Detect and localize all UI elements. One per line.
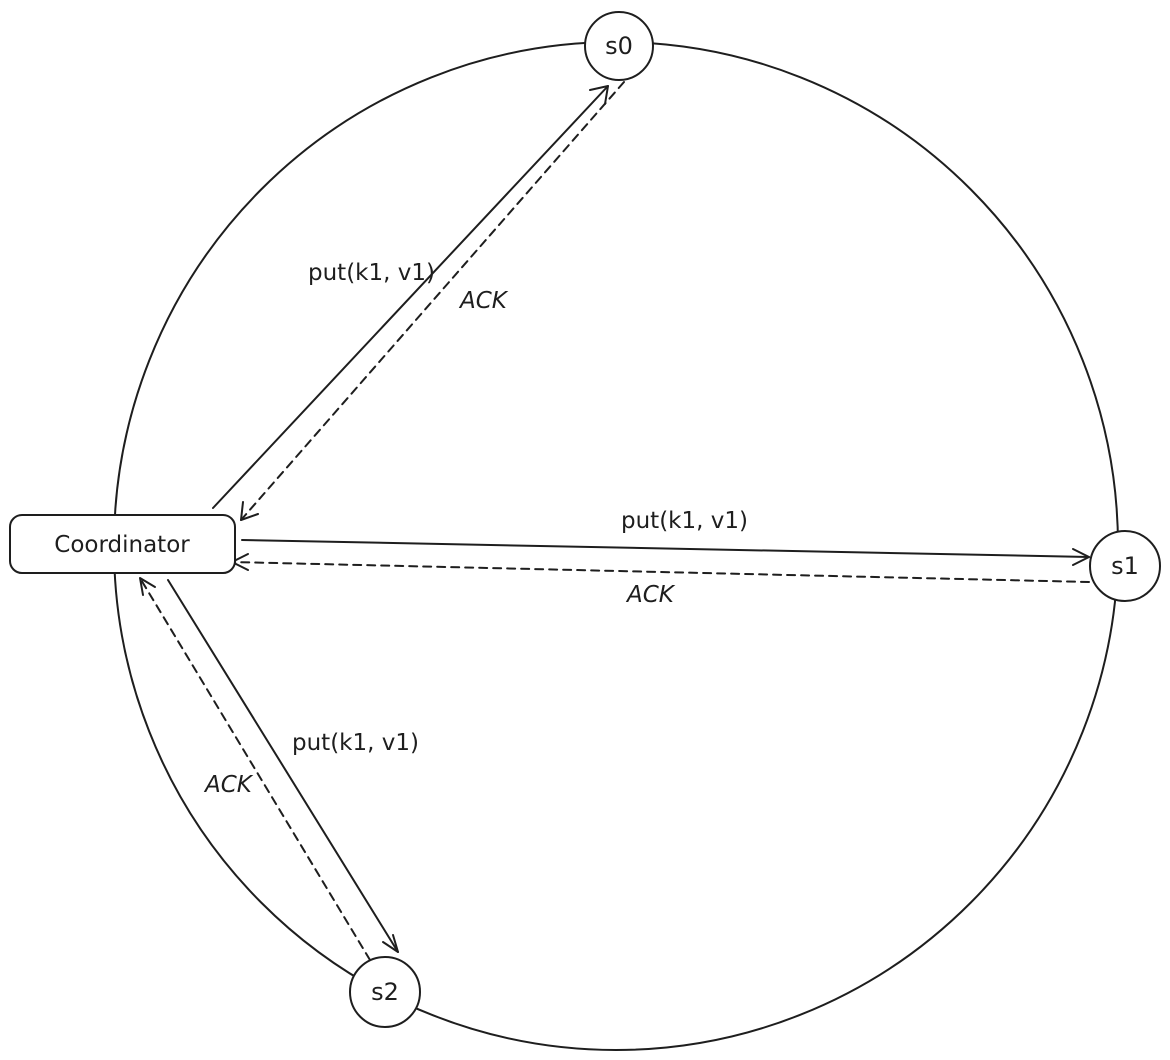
ack-label-s2: ACK xyxy=(203,772,254,798)
node-s1[interactable]: s1 xyxy=(1089,530,1161,602)
put-label-s2: put(k1, v1) xyxy=(292,730,419,756)
coordinator-node[interactable]: Coordinator xyxy=(9,514,236,574)
ack-label-s1: ACK xyxy=(625,582,676,608)
hash-ring xyxy=(113,41,1119,1051)
node-s1-label: s1 xyxy=(1111,552,1139,580)
put-label-s0: put(k1, v1) xyxy=(308,260,435,286)
node-s2[interactable]: s2 xyxy=(349,956,421,1028)
coordinator-label: Coordinator xyxy=(54,532,190,558)
ack-arrow-from-s2 xyxy=(139,577,371,961)
put-arrow-to-s2 xyxy=(167,579,399,953)
ack-arrow-from-s0 xyxy=(240,81,625,521)
node-s0[interactable]: s0 xyxy=(584,11,654,81)
ack-label-s0: ACK xyxy=(458,288,509,314)
put-arrow-to-s0 xyxy=(212,85,609,509)
node-s2-label: s2 xyxy=(371,978,399,1006)
put-label-s1: put(k1, v1) xyxy=(621,508,748,534)
ack-arrow-from-s1 xyxy=(231,553,1090,583)
node-s0-label: s0 xyxy=(605,32,633,60)
put-arrow-to-s1 xyxy=(241,539,1090,566)
